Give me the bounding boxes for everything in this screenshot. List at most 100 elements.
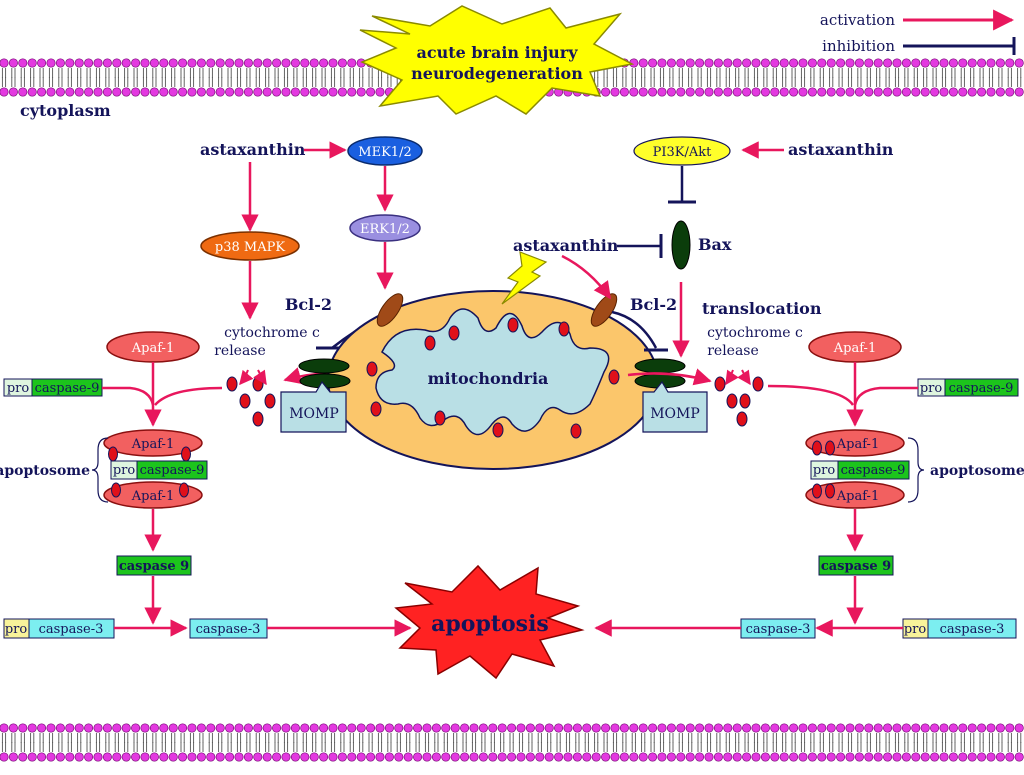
lipid-head xyxy=(309,723,319,733)
cytochrome-c-dot xyxy=(739,393,751,409)
lipid-head xyxy=(836,752,846,762)
lipid-head xyxy=(958,752,968,762)
lipid-head xyxy=(337,58,347,68)
momp-pore-left-top xyxy=(298,358,350,374)
lipid-head xyxy=(798,723,808,733)
apaf1-right-label: Apaf-1 xyxy=(833,341,876,356)
lipid-head xyxy=(102,58,112,68)
lipid-head xyxy=(713,752,723,762)
lipid-head xyxy=(732,752,742,762)
arrow-cytc-to-apoptosome-left xyxy=(154,386,223,406)
lipid-head xyxy=(648,723,658,733)
lipid-head xyxy=(516,723,526,733)
lipid-head xyxy=(309,58,319,68)
lipid-head xyxy=(892,752,902,762)
lipid-head xyxy=(140,752,150,762)
apoptosis-label: apoptosis xyxy=(431,611,549,637)
mitochondrion: mitochondria xyxy=(298,290,686,470)
lipid-head xyxy=(403,752,413,762)
lipid-head xyxy=(347,87,357,97)
lipid-head xyxy=(525,752,535,762)
lipid-head xyxy=(37,58,47,68)
lipid-head xyxy=(958,723,968,733)
lipid-head xyxy=(789,58,799,68)
lipid-head xyxy=(234,87,244,97)
lipid-head xyxy=(347,723,357,733)
lipid-head xyxy=(441,752,451,762)
lipid-head xyxy=(356,723,366,733)
lipid-head xyxy=(516,752,526,762)
lipid-head xyxy=(723,87,733,97)
lipid-head xyxy=(770,752,780,762)
lipid-head xyxy=(253,58,263,68)
caspase3-active-right-label: caspase-3 xyxy=(746,622,811,637)
lipid-head xyxy=(121,87,131,97)
lipid-head xyxy=(1005,752,1015,762)
lipid-head xyxy=(751,723,761,733)
lipid-head xyxy=(723,752,733,762)
erk-node xyxy=(349,214,421,242)
lipid-head xyxy=(281,752,291,762)
lipid-head xyxy=(883,752,893,762)
lipid-head xyxy=(648,752,658,762)
lipid-head xyxy=(319,58,329,68)
caspase9-label-right: caspase-9 xyxy=(949,381,1014,396)
lipid-head xyxy=(930,58,940,68)
lipid-head xyxy=(807,752,817,762)
lipid-head xyxy=(187,58,197,68)
lipid-head xyxy=(65,87,75,97)
lipid-head xyxy=(986,87,996,97)
lipid-head xyxy=(262,87,272,97)
lipid-head xyxy=(873,723,883,733)
lipid-head xyxy=(112,723,122,733)
cytochrome-c-dot xyxy=(226,376,238,392)
cytc-release-right-1: cytochrome c xyxy=(707,325,803,341)
lipid-head xyxy=(328,752,338,762)
lipid-head xyxy=(272,87,282,97)
lipid-head xyxy=(911,87,921,97)
lipid-head xyxy=(563,723,573,733)
lipid-head xyxy=(601,723,611,733)
lipid-head xyxy=(234,752,244,762)
lipid-head xyxy=(676,87,686,97)
lipid-head xyxy=(760,752,770,762)
lipid-head xyxy=(347,58,357,68)
cytochrome-c-dot xyxy=(179,482,189,498)
lipid-head xyxy=(554,752,564,762)
lipid-head xyxy=(657,723,667,733)
lipid-head xyxy=(798,58,808,68)
lipid-head xyxy=(582,752,592,762)
apoptosome-brace-right xyxy=(907,437,925,503)
lipid-head xyxy=(8,752,18,762)
lipid-head xyxy=(995,87,1005,97)
lipid-head xyxy=(206,87,216,97)
lipid-head xyxy=(159,752,169,762)
apoptosome-caspase9-left xyxy=(136,460,208,480)
p38-node xyxy=(200,231,300,261)
apoptosome-left: Apaf-1 pro caspase-9 Apaf-1 xyxy=(91,429,208,509)
apoptosome-caspase9-right-label: caspase-9 xyxy=(841,463,906,478)
burst-line-1: acute brain injury xyxy=(416,43,578,62)
lipid-head xyxy=(638,58,648,68)
bcl2-protein-left xyxy=(376,293,404,327)
lipid-head xyxy=(695,723,705,733)
lipid-head xyxy=(563,752,573,762)
lipid-head xyxy=(967,752,977,762)
lipid-head xyxy=(1014,58,1024,68)
cytochrome-c-dot xyxy=(507,317,519,333)
lipid-head xyxy=(196,752,206,762)
cytc-release-left-1: cytochrome c xyxy=(224,325,320,341)
lipid-head xyxy=(854,723,864,733)
lipid-head xyxy=(281,723,291,733)
translocation-label: translocation xyxy=(702,299,822,318)
lipid-head xyxy=(178,87,188,97)
lipid-head xyxy=(37,752,47,762)
lipid-head xyxy=(187,87,197,97)
lipid-head xyxy=(27,87,37,97)
lipid-head xyxy=(873,752,883,762)
lipid-head xyxy=(807,58,817,68)
lipid-head xyxy=(74,58,84,68)
lipid-head xyxy=(779,752,789,762)
lipid-head xyxy=(826,752,836,762)
lipid-head xyxy=(46,752,56,762)
